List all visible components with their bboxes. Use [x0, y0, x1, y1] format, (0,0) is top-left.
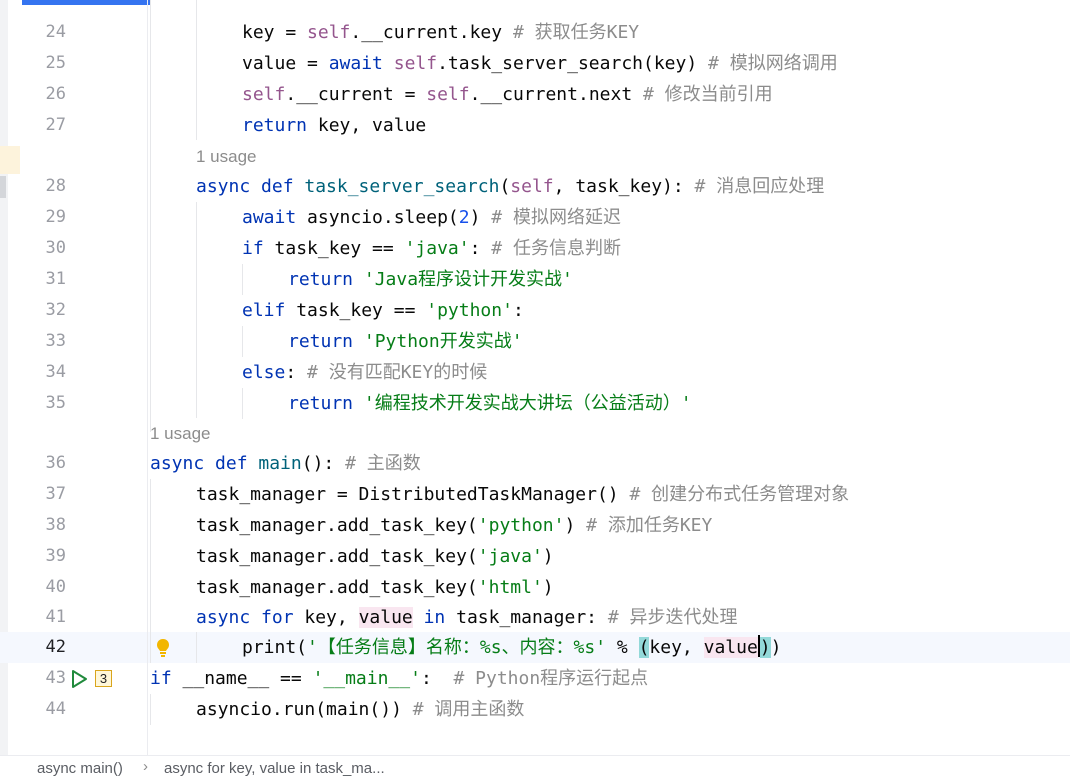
code-text[interactable]: task_manager.add_task_key('java')	[196, 546, 554, 567]
code-text[interactable]: async def main(): # 主函数	[150, 453, 421, 474]
line-number: 27	[45, 115, 66, 135]
line-number: 44	[45, 699, 66, 719]
indent-guide	[196, 202, 197, 418]
code-text[interactable]: return 'Java程序设计开发实战'	[288, 269, 573, 290]
code-text[interactable]: if __name__ == '__main__': # Python程序运行起…	[150, 668, 649, 689]
code-text[interactable]: return 'Python开发实战'	[288, 331, 523, 352]
breadcrumb-item-for[interactable]: async for key, value in task_ma...	[164, 760, 385, 777]
gutter-separator	[147, 0, 148, 755]
code-line[interactable]: 27 return key, value	[0, 110, 1070, 141]
code-line[interactable]: 24 key = self.__current.key # 获取任务KEY	[0, 17, 1070, 48]
indent-guide	[150, 479, 151, 663]
code-line[interactable]: 35 return '编程技术开发实战大讲坛（公益活动）'	[0, 388, 1070, 419]
line-number: 42	[45, 637, 66, 657]
code-line[interactable]: 34 else: # 没有匹配KEY的时候	[0, 357, 1070, 388]
code-line[interactable]: 25 value = await self.task_server_search…	[0, 48, 1070, 79]
code-line[interactable]: 44 asyncio.run(main()) # 调用主函数	[0, 694, 1070, 725]
code-line-current[interactable]: 42 print('【任务信息】名称：%s、内容：%s' % (key, val…	[0, 632, 1070, 663]
line-number: 41	[45, 607, 66, 627]
strip-marker	[0, 176, 6, 198]
code-text[interactable]: return '编程技术开发实战大讲坛（公益活动）'	[288, 393, 692, 414]
indent-guide	[150, 694, 151, 725]
line-number: 30	[45, 238, 66, 258]
indent-guide	[150, 0, 151, 432]
code-text[interactable]: task_manager.add_task_key('python') # 添加…	[196, 515, 713, 536]
code-text[interactable]: print('【任务信息】名称：%s、内容：%s' % (key, value)…	[242, 635, 782, 658]
code-line[interactable]: 38 task_manager.add_task_key('python') #…	[0, 510, 1070, 541]
breadcrumb: async main() › async for key, value in t…	[0, 755, 1070, 782]
override-count-badge[interactable]: 3	[95, 670, 112, 687]
indent-guide	[196, 0, 197, 140]
line-number: 34	[45, 362, 66, 382]
line-number: 33	[45, 331, 66, 351]
line-number: 26	[45, 84, 66, 104]
code-text[interactable]: task_manager = DistributedTaskManager() …	[196, 484, 850, 505]
code-text[interactable]: async def task_server_search(self, task_…	[196, 176, 825, 197]
code-text[interactable]: asyncio.run(main()) # 调用主函数	[196, 699, 525, 720]
line-number: 38	[45, 515, 66, 535]
code-line[interactable]: 26 self.__current = self.__current.next …	[0, 79, 1070, 110]
code-line[interactable]: 32 elif task_key == 'python':	[0, 295, 1070, 326]
line-number: 37	[45, 484, 66, 504]
line-number: 25	[45, 53, 66, 73]
line-number: 39	[45, 546, 66, 566]
code-text[interactable]: if task_key == 'java': # 任务信息判断	[242, 238, 621, 259]
usage-hint[interactable]: 1 usage	[150, 424, 211, 443]
code-text[interactable]: else: # 没有匹配KEY的时候	[242, 362, 488, 383]
tool-window-strip	[0, 0, 8, 781]
code-line[interactable]: 40 task_manager.add_task_key('html')	[0, 572, 1070, 603]
line-number: 32	[45, 300, 66, 320]
code-line[interactable]: 37 task_manager = DistributedTaskManager…	[0, 479, 1070, 510]
code-text[interactable]: return key, value	[242, 115, 427, 136]
code-line[interactable]: 33 return 'Python开发实战'	[0, 326, 1070, 357]
code-text[interactable]: async for key, value in task_manager: # …	[196, 607, 738, 628]
code-text[interactable]: value = await self.task_server_search(ke…	[242, 53, 838, 74]
code-line[interactable]: 28 async def task_server_search(self, ta…	[0, 171, 1070, 202]
active-tab-indicator	[22, 0, 150, 5]
code-line[interactable]: 30 if task_key == 'java': # 任务信息判断	[0, 233, 1070, 264]
indent-guide	[242, 326, 243, 357]
line-number: 24	[45, 22, 66, 42]
code-text[interactable]: key = self.__current.key # 获取任务KEY	[242, 22, 640, 43]
text-cursor	[757, 635, 760, 657]
indent-guide	[242, 388, 243, 419]
line-number: 31	[45, 269, 66, 289]
indent-guide	[196, 632, 197, 663]
code-line[interactable]: 29 await asyncio.sleep(2) # 模拟网络延迟	[0, 202, 1070, 233]
code-line[interactable]: 43 3 if __name__ == '__main__': # Python…	[0, 663, 1070, 694]
code-line[interactable]: 39 task_manager.add_task_key('java')	[0, 541, 1070, 572]
line-number: 35	[45, 393, 66, 413]
line-number: 43	[45, 668, 66, 688]
current-line-highlight	[0, 632, 1070, 663]
line-number: 36	[45, 453, 66, 473]
code-text[interactable]: await asyncio.sleep(2) # 模拟网络延迟	[242, 207, 621, 228]
usage-hint[interactable]: 1 usage	[196, 147, 257, 166]
line-number: 29	[45, 207, 66, 227]
code-line[interactable]: 31 return 'Java程序设计开发实战'	[0, 264, 1070, 295]
code-text[interactable]: self.__current = self.__current.next # 修…	[242, 84, 773, 105]
breadcrumb-item-main[interactable]: async main()	[37, 760, 123, 777]
strip-marker	[0, 146, 20, 174]
code-text[interactable]: elif task_key == 'python':	[242, 300, 524, 321]
chevron-right-icon: ›	[143, 758, 148, 775]
code-line[interactable]: 36 async def main(): # 主函数	[0, 448, 1070, 479]
indent-guide	[242, 264, 243, 295]
run-icon[interactable]	[70, 669, 88, 689]
lightbulb-icon[interactable]	[155, 638, 171, 658]
line-number: 28	[45, 176, 66, 196]
code-line[interactable]: 41 async for key, value in task_manager:…	[0, 602, 1070, 633]
line-number: 40	[45, 577, 66, 597]
code-text[interactable]: task_manager.add_task_key('html')	[196, 577, 554, 598]
